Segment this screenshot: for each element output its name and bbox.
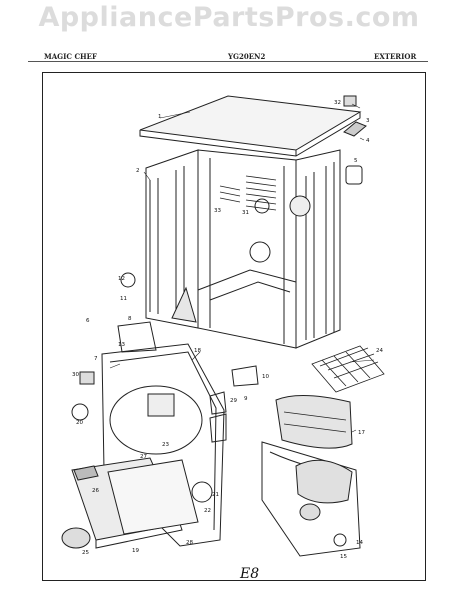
callout-10: 10 [262,374,269,380]
callout-3: 3 [366,118,370,124]
callout-29: 29 [230,398,237,404]
callout-5: 5 [354,158,358,164]
callout-8: 8 [128,316,132,322]
header-rule [28,61,428,62]
callout-24: 24 [376,348,383,354]
footer-code: E8 [239,566,259,582]
callout-20: 20 [76,420,83,426]
rear-bracket [120,272,136,288]
drying-rack [311,345,385,393]
brand-label: MAGIC CHEF [44,52,97,61]
callout-18: 18 [194,348,201,354]
callout-23: 23 [162,442,169,448]
callout-4: 4 [366,138,370,144]
cabinet-body [145,149,341,349]
blower-opening [249,241,271,263]
callout-22: 22 [204,508,211,514]
heater-housing [254,198,270,214]
callout-13: 13 [118,342,125,348]
part-29 [209,391,227,415]
callout-2: 2 [136,168,140,174]
callout-11: 11 [120,296,127,302]
callout-19: 19 [132,548,139,554]
section-label: EXTERIOR [374,52,417,61]
switch-box [147,393,175,417]
model-label: YG20EN2 [228,52,266,61]
vent-louvers [219,175,277,211]
callout-21: 21 [212,492,219,498]
callout-33: 33 [214,208,221,214]
callout-1: 1 [158,114,162,120]
door-opening [109,385,203,455]
callout-25: 25 [82,550,89,556]
callout-27: 27 [140,454,147,460]
part-21 [191,481,213,503]
callout-15: 15 [340,554,347,560]
part-3 [343,121,367,137]
part-32 [343,95,357,107]
callout-17: 17 [358,430,365,436]
part-10 [231,365,259,387]
callout-26: 26 [92,488,99,494]
part-8 [117,321,157,353]
callout-31: 31 [242,210,249,216]
callout-7: 7 [94,356,98,362]
callout-32: 32 [334,100,341,106]
drum-bearing [289,195,311,217]
diagram-frame [42,72,426,581]
part-5 [345,165,363,185]
callout-14: 14 [356,540,363,546]
lint-screen [275,394,353,449]
part-20 [71,403,89,421]
watermark: AppliancePartsPros.com [38,2,420,33]
door [71,457,199,549]
lower-duct [261,441,361,557]
part-25 [61,527,91,549]
part-30 [79,371,95,385]
part-27 [209,413,227,443]
cabinet-top [139,95,362,157]
callout-9: 9 [244,396,248,402]
callout-28: 28 [186,540,193,546]
callout-12: 12 [118,276,125,282]
callout-30: 30 [72,372,79,378]
callout-labels: 1 2 3 4 5 6 7 8 9 10 11 12 13 14 15 17 1… [72,100,383,560]
callout-6: 6 [86,318,90,324]
